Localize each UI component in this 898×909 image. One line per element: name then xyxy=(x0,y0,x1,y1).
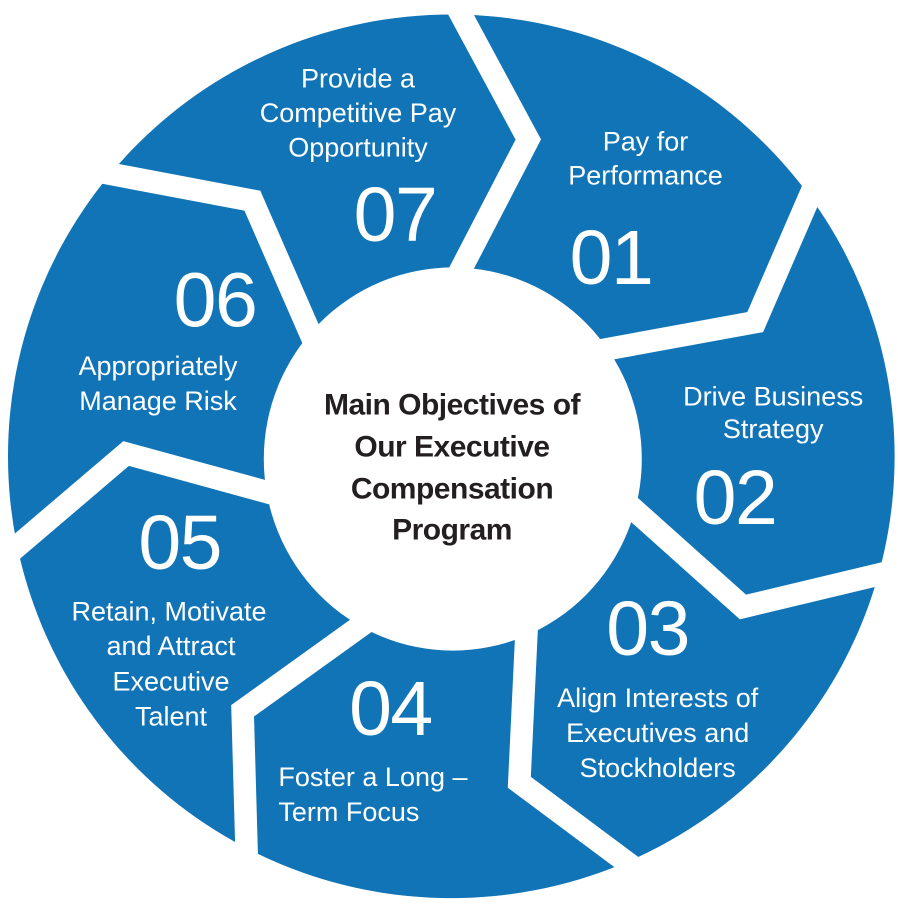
svg-text:Foster a Long –: Foster a Long – xyxy=(278,762,467,792)
svg-text:Term Focus: Term Focus xyxy=(278,797,419,827)
svg-text:Align Interests of: Align Interests of xyxy=(557,683,759,713)
svg-text:Appropriately: Appropriately xyxy=(78,351,238,381)
svg-text:Opportunity: Opportunity xyxy=(288,132,428,162)
svg-text:Retain, Motivate: Retain, Motivate xyxy=(71,596,266,626)
svg-text:Executives and: Executives and xyxy=(566,718,749,748)
svg-text:Strategy: Strategy xyxy=(723,414,824,444)
svg-text:06: 06 xyxy=(174,258,257,344)
svg-text:Executive: Executive xyxy=(112,667,229,697)
svg-text:and Attract: and Attract xyxy=(106,631,236,661)
svg-text:Provide a: Provide a xyxy=(301,64,416,94)
svg-text:Stockholders: Stockholders xyxy=(580,753,736,783)
svg-text:Manage Risk: Manage Risk xyxy=(79,386,237,416)
svg-text:Pay for: Pay for xyxy=(603,127,689,157)
svg-text:04: 04 xyxy=(349,666,432,752)
svg-text:Performance: Performance xyxy=(568,161,723,191)
svg-text:01: 01 xyxy=(570,215,653,301)
svg-text:07: 07 xyxy=(354,172,437,258)
svg-text:Compensation: Compensation xyxy=(351,473,553,506)
svg-text:Talent: Talent xyxy=(135,701,208,731)
svg-text:05: 05 xyxy=(138,500,221,586)
svg-text:Our Executive: Our Executive xyxy=(354,431,549,464)
svg-text:03: 03 xyxy=(606,586,689,672)
svg-text:Competitive Pay: Competitive Pay xyxy=(260,98,457,128)
svg-text:Main Objectives of: Main Objectives of xyxy=(324,389,582,422)
svg-text:Program: Program xyxy=(392,514,512,547)
svg-text:Drive Business: Drive Business xyxy=(683,381,863,411)
svg-text:02: 02 xyxy=(694,455,777,541)
